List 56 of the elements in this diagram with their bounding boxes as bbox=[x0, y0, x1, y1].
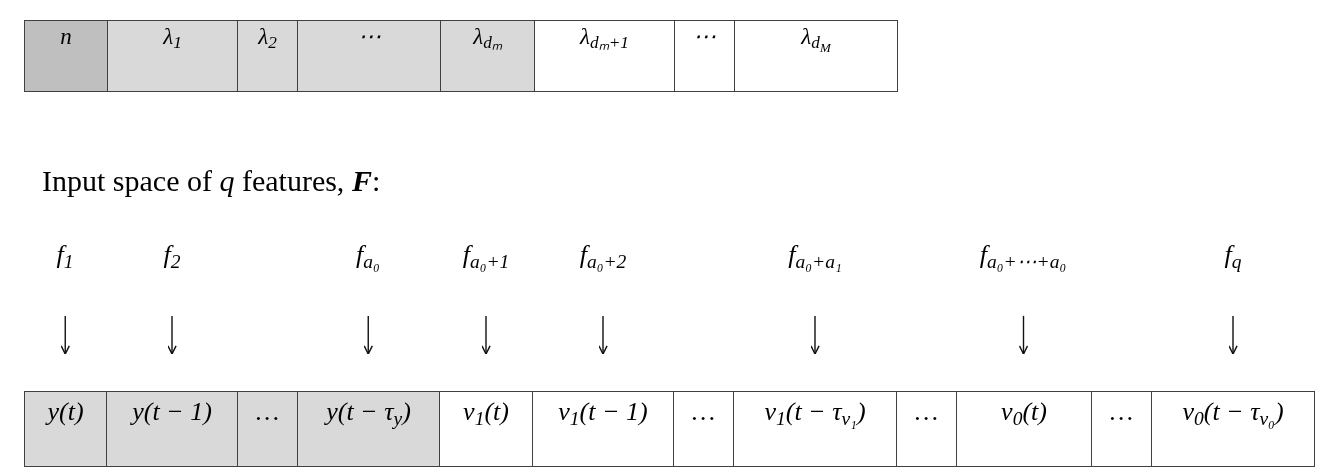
down-arrow bbox=[167, 315, 177, 355]
table-cell bbox=[106, 391, 238, 467]
feature-label: f$_{q}$ bbox=[1224, 240, 1242, 270]
feature-label: f$_{a₀+⋯+a₀}$ bbox=[979, 240, 1067, 270]
table-cell bbox=[297, 20, 441, 92]
table-cell bbox=[734, 20, 898, 92]
math-label: … bbox=[691, 397, 716, 427]
math-label: y(t) bbox=[47, 397, 84, 427]
table-cell bbox=[956, 391, 1092, 467]
table-cell bbox=[24, 20, 108, 92]
down-arrow bbox=[60, 315, 70, 355]
table-cell bbox=[24, 391, 107, 467]
table-cell bbox=[673, 391, 734, 467]
table-cell bbox=[532, 391, 674, 467]
table-cell bbox=[1091, 391, 1152, 467]
feature-label: f$_{2}$ bbox=[163, 240, 181, 270]
feature-label: f$_{a₀+a₁}$ bbox=[788, 240, 842, 270]
table-cell bbox=[107, 20, 238, 92]
math-label: λ$_{2}$ bbox=[258, 24, 277, 51]
math-label: v$_{1}$(t − 1) bbox=[558, 397, 648, 427]
math-label: y(t − 1) bbox=[132, 397, 212, 427]
math-label: y(t − τ$_{y}$) bbox=[326, 397, 411, 427]
table-cell bbox=[237, 20, 298, 92]
table-cell bbox=[1151, 391, 1315, 467]
math-label: λ$_{dₘ+1}$ bbox=[580, 24, 629, 51]
section-heading: Input space of q features, F: bbox=[42, 164, 381, 199]
table-cell bbox=[440, 20, 535, 92]
math-label: … bbox=[255, 397, 280, 427]
table-cell bbox=[534, 20, 675, 92]
math-label: ⋯ bbox=[357, 24, 381, 51]
down-arrow bbox=[1228, 315, 1238, 355]
math-label: … bbox=[1109, 397, 1134, 427]
table-cell bbox=[733, 391, 897, 467]
down-arrow bbox=[810, 315, 820, 355]
math-label: v$_{0}$(t − τ$_{v₀}$) bbox=[1182, 397, 1284, 427]
math-label: λ$_{dₘ}$ bbox=[473, 24, 502, 51]
math-label: n bbox=[60, 24, 72, 51]
math-label: λ$_{1}$ bbox=[163, 24, 182, 51]
down-arrow bbox=[1018, 315, 1029, 355]
down-arrow bbox=[598, 315, 608, 355]
math-label: v$_{1}$(t − τ$_{v₁}$) bbox=[764, 397, 866, 427]
table-cell bbox=[297, 391, 440, 467]
feature-label: f$_{a₀+1}$ bbox=[462, 240, 510, 270]
math-label: v$_{1}$(t) bbox=[463, 397, 509, 427]
feature-label: f$_{1}$ bbox=[56, 240, 74, 270]
down-arrow bbox=[363, 315, 373, 355]
feature-label: f$_{a₀+2}$ bbox=[579, 240, 627, 270]
down-arrow bbox=[481, 315, 491, 355]
table-cell bbox=[237, 391, 298, 467]
math-label: … bbox=[914, 397, 939, 427]
math-label: ⋯ bbox=[693, 24, 716, 51]
table-cell bbox=[674, 20, 735, 92]
table-cell bbox=[896, 391, 957, 467]
math-label: v$_{0}$(t) bbox=[1001, 397, 1047, 427]
feature-label: f$_{a₀}$ bbox=[356, 240, 380, 270]
table-cell bbox=[439, 391, 533, 467]
